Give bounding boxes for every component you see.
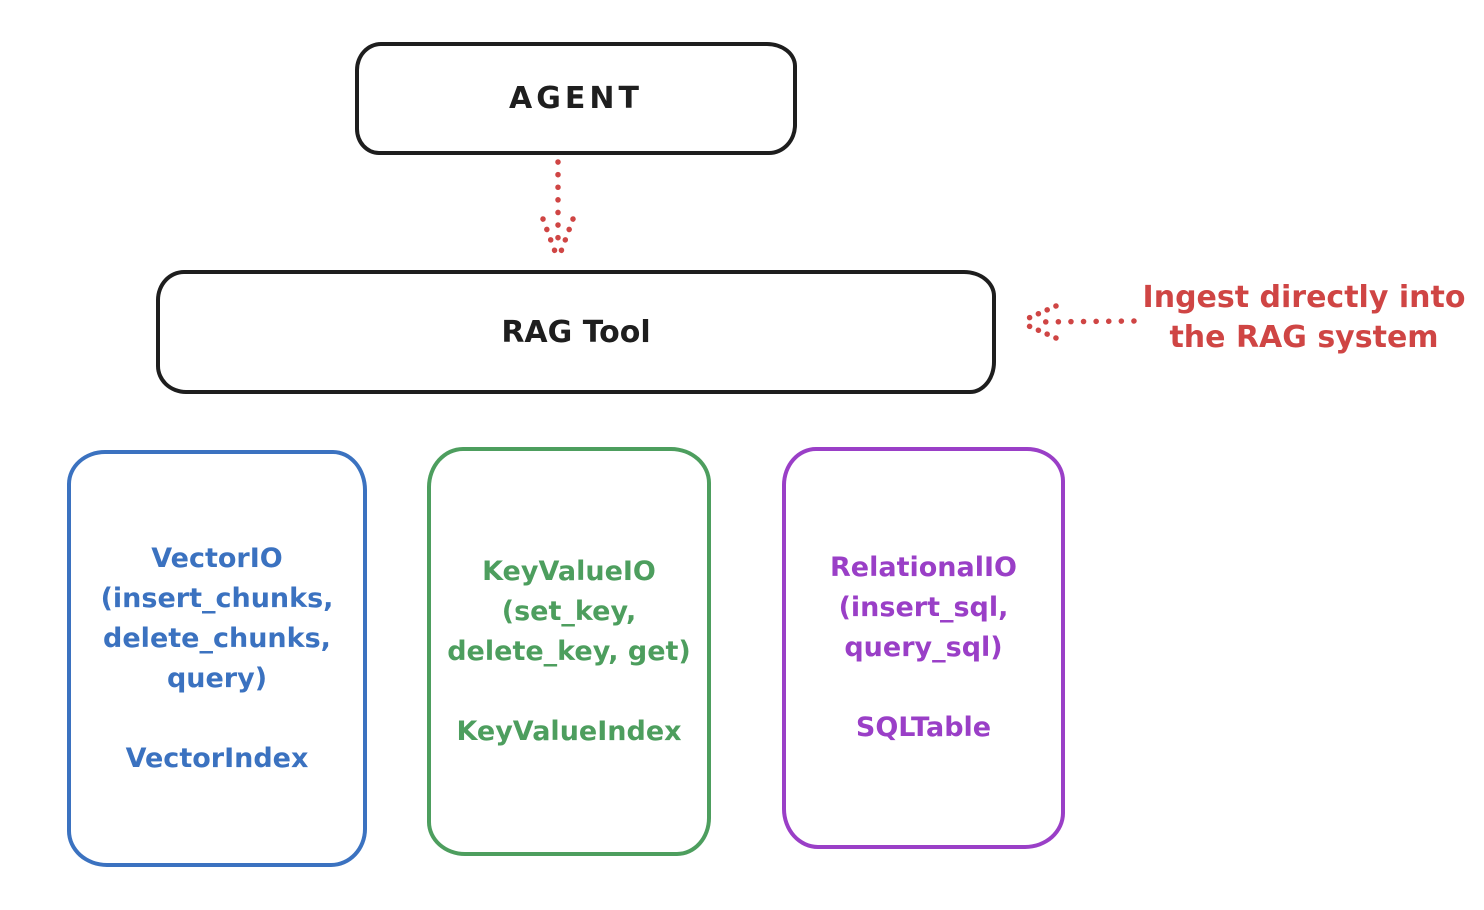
backend-box-key-value-io: KeyValueIO (set_key, delete_key, get) Ke… <box>427 447 711 856</box>
arrow-down-icon <box>540 159 576 260</box>
ingest-arrow-icon <box>1019 303 1137 341</box>
agent-label: AGENT <box>509 81 643 116</box>
backend-title-key-value-io: KeyValueIO (set_key, delete_key, get) <box>447 555 691 667</box>
backend-title-relational-io: RelationalIO (insert_sql, query_sql) <box>830 552 1017 663</box>
backend-box-relational-io: RelationalIO (insert_sql, query_sql) SQL… <box>782 447 1065 849</box>
backend-subtitle-vector-index: VectorIndex <box>125 742 309 774</box>
backend-subtitle-sql-table: SQLTable <box>855 712 992 743</box>
rag-tool-label: RAG Tool <box>501 314 651 350</box>
backend-subtitle-key-value-index: KeyValueIndex <box>456 715 682 747</box>
backend-title-vector-io: VectorIO (insert_chunks, delete_chunks, … <box>100 542 334 694</box>
agent-box: AGENT <box>355 42 797 155</box>
rag-tool-box: RAG Tool <box>156 270 996 394</box>
backend-box-vector-io: VectorIO (insert_chunks, delete_chunks, … <box>67 450 367 867</box>
ingest-annotation: Ingest directly into the RAG system <box>1142 280 1466 355</box>
